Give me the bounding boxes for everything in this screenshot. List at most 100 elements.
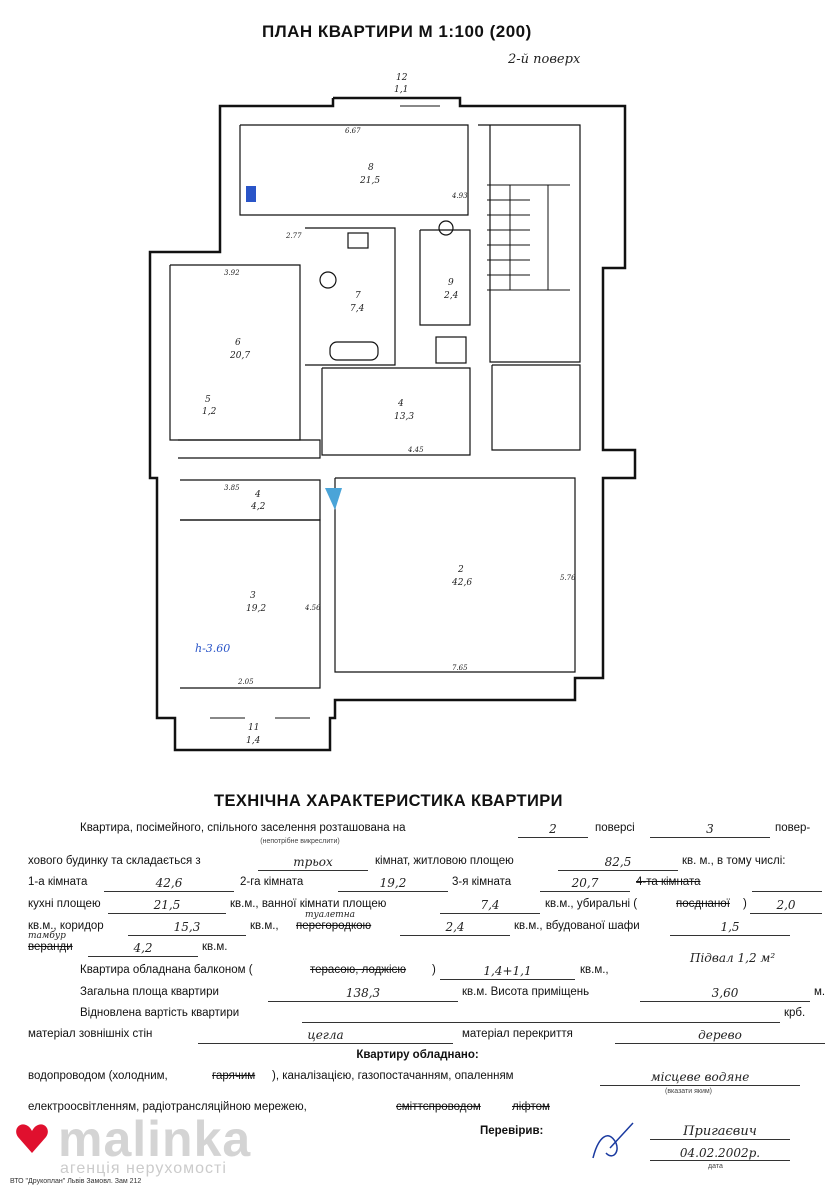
bathtub-icon bbox=[329, 341, 379, 361]
room-area: 1,2 bbox=[202, 407, 217, 417]
room-4-field bbox=[752, 876, 822, 892]
shower-icon bbox=[319, 271, 337, 289]
check-date: 04.02.2002р. bbox=[650, 1146, 790, 1161]
stove-icon bbox=[435, 336, 467, 364]
wall-room-3 bbox=[180, 519, 321, 689]
dimension: 6.67 bbox=[345, 127, 361, 135]
room-area: 13,3 bbox=[394, 412, 414, 422]
room-area: 42,6 bbox=[451, 578, 472, 588]
kitchen-field: 21,5 bbox=[108, 898, 226, 914]
wardrobe-field: 1,5 bbox=[670, 920, 790, 936]
wall-room-2 bbox=[334, 477, 576, 673]
room-area: 19,2 bbox=[246, 604, 266, 614]
room-1-field: 42,6 bbox=[104, 876, 234, 892]
storeys-field: 3 bbox=[650, 822, 770, 838]
tech-title: ТЕХНІЧНА ХАРАКТЕРИСТИКА КВАРТИРИ bbox=[214, 792, 563, 810]
living-area-field: 82,5 bbox=[558, 855, 678, 871]
dimension: 3.85 bbox=[224, 484, 240, 492]
stairs bbox=[487, 184, 570, 291]
sink-icon bbox=[347, 232, 369, 249]
checker-name: Пригаєвич bbox=[650, 1124, 790, 1140]
room-label: 9 bbox=[448, 278, 454, 288]
dimension: 4.45 bbox=[407, 446, 424, 454]
room-2-field: 19,2 bbox=[338, 876, 448, 892]
dimension: 3.92 bbox=[224, 269, 240, 277]
windows bbox=[210, 105, 550, 719]
tech-line-10: матеріал зовнішніх стін цегла матеріал п… bbox=[0, 1028, 835, 1046]
room-area: 4,2 bbox=[250, 502, 266, 512]
watermark-brand: malinka bbox=[58, 1111, 252, 1167]
partition-field: 2,4 bbox=[400, 920, 510, 936]
value-field bbox=[302, 1007, 780, 1023]
room-area: 20,7 bbox=[229, 351, 250, 361]
chimney-icon bbox=[325, 488, 342, 510]
dimension: 2.77 bbox=[285, 232, 302, 240]
veranda-field: 4,2 bbox=[88, 941, 198, 957]
dimension: 2.05 bbox=[237, 678, 254, 686]
tech-line-1: Квартира, посімейного, спільного заселен… bbox=[80, 822, 811, 838]
room-label: 7 bbox=[355, 291, 361, 301]
tech-line-8: Загальна площа квартири 138,3 кв.м. Висо… bbox=[80, 986, 826, 1002]
toilet-icon bbox=[438, 220, 454, 236]
tech-line-9: Відновлена вартість квартири крб. bbox=[0, 1007, 835, 1025]
signature bbox=[592, 1122, 634, 1159]
tech-line-7: Квартира обладнана балконом ( терасою, л… bbox=[80, 964, 609, 980]
balcony-field: 1,4+1,1 bbox=[440, 964, 575, 980]
wall-room-9 bbox=[419, 229, 471, 326]
floor-material-field: дерево bbox=[615, 1028, 825, 1044]
boiler-icon bbox=[246, 186, 256, 202]
room-label: 4 bbox=[254, 490, 261, 500]
tech-line-3: 1-а кімната 42,6 2-га кімната 19,2 3-я к… bbox=[0, 876, 835, 894]
wc-field: 2,0 bbox=[750, 898, 822, 914]
room-area: 2,4 bbox=[443, 291, 459, 301]
tech-line-6: веранди тамбур 4,2 кв.м. Підвал 1,2 м² bbox=[28, 931, 776, 965]
room-area: 1,4 bbox=[246, 736, 261, 746]
room-label: 8 bbox=[368, 163, 374, 173]
floor-plan: 8 21,5 7 7,4 6 20,7 9 2,4 5 1,2 4 13,3 4… bbox=[148, 73, 637, 752]
date-label: дата bbox=[708, 1163, 723, 1170]
outer-wall bbox=[148, 96, 637, 752]
tech-line-4: кухні площею 21,5 кв.м., ванної кімнати … bbox=[0, 898, 835, 916]
room-3-field: 20,7 bbox=[540, 876, 630, 892]
room-label: 11 bbox=[248, 723, 259, 733]
wall-room-4 bbox=[321, 367, 471, 456]
tech-line-2: хового будинку та складається з трьох кі… bbox=[28, 855, 786, 871]
room-label: 6 bbox=[235, 338, 241, 348]
room-area: 7,4 bbox=[350, 304, 365, 314]
heating-field: місцеве водяне bbox=[600, 1070, 800, 1086]
room-label: 4 bbox=[397, 399, 404, 409]
wall-room-7 bbox=[305, 227, 396, 366]
room-label: 2 bbox=[457, 565, 464, 575]
ceiling-height-note: h-3.60 bbox=[195, 642, 230, 655]
neighbor-room bbox=[491, 364, 581, 451]
dimension: 5.76 bbox=[560, 574, 576, 582]
corridor-field: 15,3 bbox=[128, 920, 246, 936]
watermark-sub: агенція нерухомості bbox=[60, 1160, 227, 1177]
strike-note: (непотрібне викреслити) bbox=[260, 838, 340, 845]
tech-line-5: кв.м., коридор 15,3 кв.м., перегородкою … bbox=[0, 910, 835, 938]
room-area: 1,1 bbox=[394, 85, 408, 95]
wall-material-field: цегла bbox=[198, 1028, 453, 1044]
room-label: 3 bbox=[250, 591, 256, 601]
rooms-count-field: трьох bbox=[258, 855, 368, 871]
room-height-field: 3,60 bbox=[640, 986, 810, 1002]
tech-line-11: водопроводом (холодним, гарячим ), канал… bbox=[0, 1070, 835, 1088]
room-label: 12 bbox=[396, 73, 408, 83]
total-area-field: 138,3 bbox=[268, 986, 458, 1002]
wall-room-8 bbox=[239, 124, 469, 216]
heating-note: (вказати яким) bbox=[665, 1088, 712, 1095]
tech-line-12: електроосвітленням, радіотрансляційною м… bbox=[28, 1101, 550, 1113]
dimension: 4.56 bbox=[304, 604, 321, 612]
footer-note: ВТО "Друкоплан" Львів Замовл. Зам 212 bbox=[10, 1178, 142, 1185]
plan-title: ПЛАН КВАРТИРИ М 1:100 (200) bbox=[262, 22, 532, 41]
dimension: 4.93 bbox=[451, 192, 468, 200]
floor-field: 2 bbox=[518, 822, 588, 838]
basement-note: Підвал 1,2 м² bbox=[690, 951, 776, 965]
room-label: 5 bbox=[205, 395, 211, 405]
wall-room-4b bbox=[180, 479, 321, 521]
stair-well bbox=[478, 124, 581, 363]
bathroom-field: 7,4 bbox=[440, 898, 540, 914]
room-area: 21,5 bbox=[359, 176, 380, 186]
equipment-title: Квартиру обладнано: bbox=[356, 1049, 479, 1061]
floor-note: 2-й поверх bbox=[508, 52, 581, 67]
